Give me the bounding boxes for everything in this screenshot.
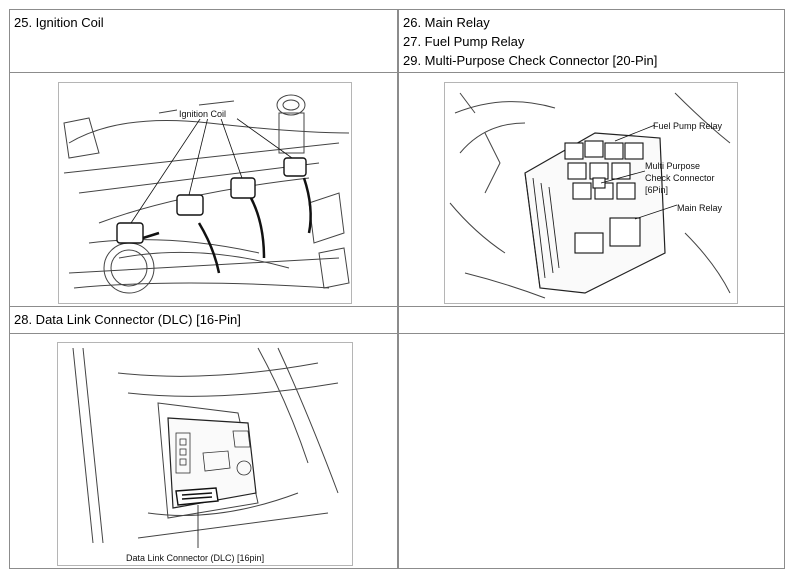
fuel-pump-relay-label: Fuel Pump Relay bbox=[653, 121, 723, 131]
ignition-coil-diagram: Ignition Coil bbox=[58, 82, 352, 304]
relay-box-drawing: Fuel Pump Relay Multi Purpose Check Conn… bbox=[449, 92, 731, 299]
ignition-coil-heading: 25. Ignition Coil bbox=[14, 15, 104, 30]
fuel-pump-relay-heading: 27. Fuel Pump Relay bbox=[403, 34, 525, 49]
dlc-label: Data Link Connector (DLC) [16pin] bbox=[126, 553, 264, 563]
dlc-heading: 28. Data Link Connector (DLC) [16-Pin] bbox=[14, 312, 241, 327]
component-table: 25. Ignition Coil 26. Main Relay 27. Fue… bbox=[9, 9, 785, 569]
ignition-coil-drawing: Ignition Coil bbox=[63, 94, 350, 294]
dlc-diagram: Data Link Connector (DLC) [16pin] bbox=[57, 342, 353, 566]
multi-purpose-connector-heading: 29. Multi-Purpose Check Connector [20-Pi… bbox=[403, 53, 658, 68]
cell-empty-title bbox=[399, 307, 784, 333]
relay-box-diagram: Fuel Pump Relay Multi Purpose Check Conn… bbox=[444, 82, 738, 304]
multi-purpose-label-line1: Multi Purpose bbox=[645, 161, 700, 171]
dlc-drawing: Data Link Connector (DLC) [16pin] bbox=[72, 347, 339, 563]
main-relay-label: Main Relay bbox=[677, 203, 723, 213]
cell-empty-figure bbox=[399, 334, 784, 568]
ignition-coil-label: Ignition Coil bbox=[179, 109, 226, 119]
cell-ignition-coil-title: 25. Ignition Coil bbox=[10, 10, 397, 72]
row-divider-1 bbox=[10, 72, 784, 73]
main-relay-heading: 26. Main Relay bbox=[403, 15, 490, 30]
multi-purpose-label-line3: [6Pin] bbox=[645, 185, 668, 195]
cell-dlc-title: 28. Data Link Connector (DLC) [16-Pin] bbox=[10, 307, 397, 333]
row-divider-2 bbox=[10, 306, 784, 307]
cell-relay-titles: 26. Main Relay 27. Fuel Pump Relay 29. M… bbox=[399, 10, 784, 72]
column-divider bbox=[397, 10, 399, 568]
multi-purpose-label-line2: Check Connector bbox=[645, 173, 715, 183]
row-divider-3 bbox=[10, 333, 784, 334]
